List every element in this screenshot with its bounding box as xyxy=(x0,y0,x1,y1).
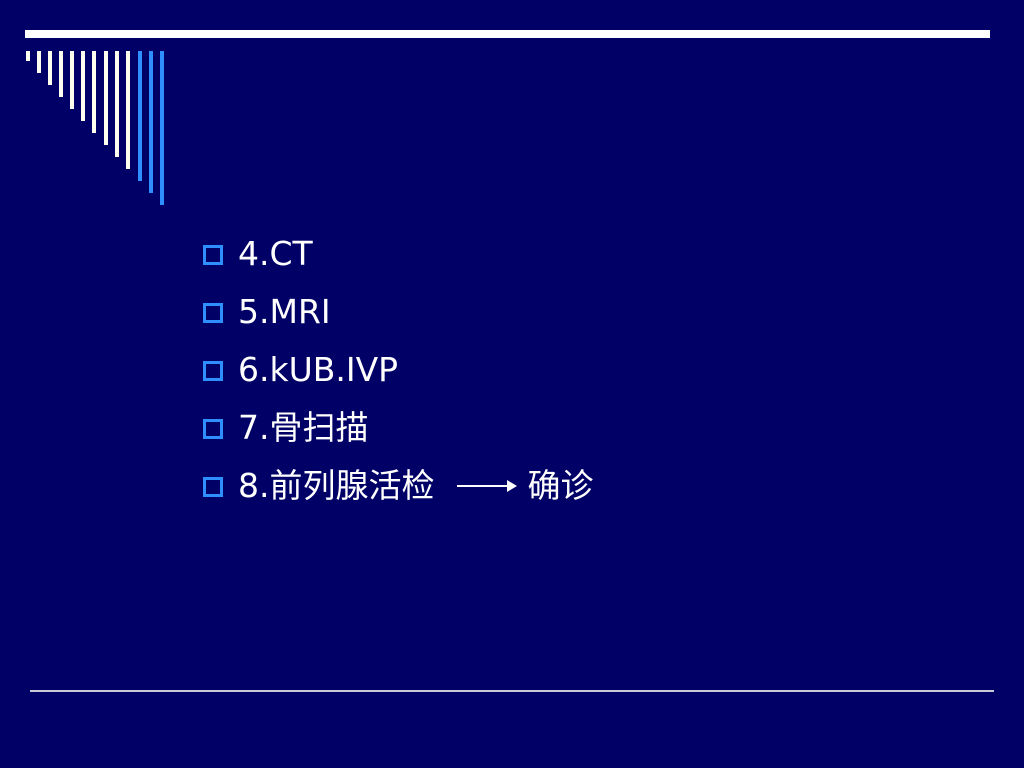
list-item: 7.骨扫描 xyxy=(200,402,960,460)
top-rule xyxy=(25,30,990,38)
decorative-bar xyxy=(115,51,119,157)
decorative-bar xyxy=(70,51,74,109)
bullet-list: 4.CT 5.MRI 6.kUB.IVP 7.骨扫描 8.前列腺活检 确诊 xyxy=(200,228,960,518)
decorative-bar xyxy=(149,51,153,193)
list-item-text: 7.骨扫描 xyxy=(238,408,369,447)
decorative-bar xyxy=(48,51,52,85)
list-item: 8.前列腺活检 确诊 xyxy=(200,460,960,518)
list-item-text: 5.MRI xyxy=(238,292,331,331)
decorative-bar xyxy=(37,51,41,73)
square-bullet-icon xyxy=(203,419,223,439)
decorative-bar xyxy=(81,51,85,121)
bottom-rule xyxy=(30,690,994,692)
list-item-text: 4.CT xyxy=(238,234,313,273)
list-item: 4.CT xyxy=(200,228,960,286)
square-bullet-icon xyxy=(203,477,223,497)
decorative-bar xyxy=(92,51,96,133)
decorative-bar xyxy=(104,51,108,145)
decorative-bar xyxy=(138,51,142,181)
list-item-text: 6.kUB.IVP xyxy=(238,350,399,389)
decorative-bar xyxy=(26,51,30,61)
square-bullet-icon xyxy=(203,361,223,381)
list-item: 6.kUB.IVP xyxy=(200,344,960,402)
decorative-bars xyxy=(0,0,200,220)
decorative-bar xyxy=(126,51,130,169)
list-item: 5.MRI xyxy=(200,286,960,344)
right-arrow-icon xyxy=(457,479,517,492)
decorative-bar xyxy=(59,51,63,97)
list-item-text: 8.前列腺活检 xyxy=(238,466,435,505)
arrow-target-text: 确诊 xyxy=(527,466,594,505)
square-bullet-icon xyxy=(203,303,223,323)
square-bullet-icon xyxy=(203,245,223,265)
decorative-bar xyxy=(160,51,164,205)
